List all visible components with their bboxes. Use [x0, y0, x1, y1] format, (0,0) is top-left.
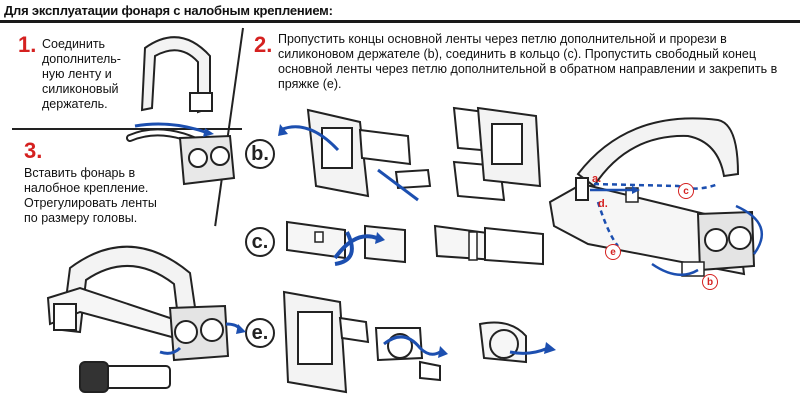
step-2-text: Пропустить концы основной ленты через пе…	[278, 32, 777, 92]
step-3-number: 3.	[24, 138, 43, 163]
page-title: Для эксплуатации фонаря с налобным крепл…	[4, 3, 333, 18]
step-1-line: ную ленту и	[42, 67, 112, 81]
substep-e-label: e.	[245, 318, 275, 348]
step-3-text: Вставить фонарь в налобное крепление. От…	[24, 166, 157, 226]
header-bar: Для эксплуатации фонаря с налобным крепл…	[0, 0, 800, 23]
header-rule	[0, 20, 800, 23]
step-2-number: 2.	[254, 32, 273, 57]
step-1-number: 1.	[18, 32, 37, 57]
step-3-line: Отрегулировать ленты	[24, 196, 157, 210]
substep-c-label: c.	[245, 227, 275, 257]
step-divider	[12, 128, 242, 130]
step-1-text: Соединить дополнитель- ную ленту и силик…	[42, 37, 121, 112]
step-2-line: пряжке (e).	[278, 77, 342, 91]
step-1-illustration	[126, 36, 236, 186]
step-3-line: Вставить фонарь в	[24, 166, 136, 180]
step-2-line: силиконовом держателе (b), соединить в к…	[278, 47, 756, 61]
substep-b-illustration	[278, 106, 542, 202]
substep-b-label: b.	[245, 139, 275, 169]
marker-d: d.	[598, 198, 608, 210]
substep-e-illustration	[282, 290, 556, 394]
step-1-line: дополнитель-	[42, 52, 121, 66]
step-1-line: Соединить	[42, 37, 106, 51]
marker-b: b	[702, 274, 718, 290]
step-1-line: силиконовый	[42, 82, 119, 96]
step-3-line: по размеру головы.	[24, 211, 138, 225]
marker-a: a.	[592, 173, 602, 185]
assembled-headband-illustration	[548, 117, 764, 277]
substep-c-illustration	[286, 220, 544, 266]
step-3-line: налобное крепление.	[24, 181, 149, 195]
marker-e: e	[605, 244, 621, 260]
step-2-line: основной ленты через петлю дополнительно…	[278, 62, 778, 76]
marker-c: c	[678, 183, 694, 199]
step-2-line: Пропустить концы основной ленты через пе…	[278, 32, 727, 46]
step-1-line: держатель.	[42, 97, 108, 111]
step-3-illustration	[46, 245, 246, 393]
